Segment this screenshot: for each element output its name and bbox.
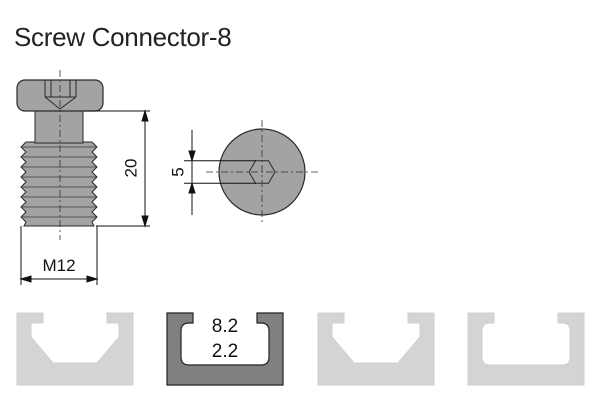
profile-slot-top-label: 10.2 bbox=[508, 316, 545, 337]
screw-top-view bbox=[206, 120, 318, 224]
profile-slot-bottom-label: 4.0 bbox=[363, 341, 389, 362]
profile-slot-2[interactable]: 8.22.2 bbox=[166, 312, 284, 386]
profile-slot-top-label: 6.2 bbox=[62, 316, 88, 337]
profile-slot-bottom-label: 6.0 bbox=[513, 341, 539, 362]
profile-slot-top-label: 10.2 bbox=[358, 316, 395, 337]
thread-dimension bbox=[19, 226, 99, 285]
hex-dimension bbox=[184, 130, 256, 215]
profile-slot-shape bbox=[166, 312, 284, 386]
profile-slot-1[interactable]: 6.22.0 bbox=[16, 312, 134, 386]
profile-slot-top-label: 8.2 bbox=[212, 316, 238, 337]
screw-thread bbox=[20, 141, 98, 227]
profile-slot-list: 6.22.08.22.210.24.010.26.0 bbox=[16, 312, 585, 386]
thread-lines bbox=[22, 146, 96, 218]
profile-slot-bottom-label: 2.2 bbox=[212, 341, 238, 362]
screw-neck bbox=[34, 109, 84, 144]
profile-slot-4[interactable]: 10.2 6.0 bbox=[467, 312, 585, 386]
thread-label: M12 bbox=[42, 256, 75, 275]
profile-slot-3[interactable]: 10.2 4.0 bbox=[317, 312, 435, 386]
profile-slot-shape bbox=[317, 312, 435, 386]
hex-socket-outline bbox=[44, 80, 77, 110]
screw-side-view bbox=[16, 70, 104, 240]
profile-slot-shape bbox=[16, 312, 134, 386]
hex-label: 5 bbox=[168, 167, 187, 176]
length-label: 20 bbox=[121, 159, 140, 178]
length-dimension bbox=[84, 109, 150, 228]
page-title: Screw Connector-8 bbox=[14, 22, 232, 52]
profile-slot-bottom-label: 2.0 bbox=[62, 341, 88, 362]
profile-slot-shape bbox=[467, 312, 585, 386]
